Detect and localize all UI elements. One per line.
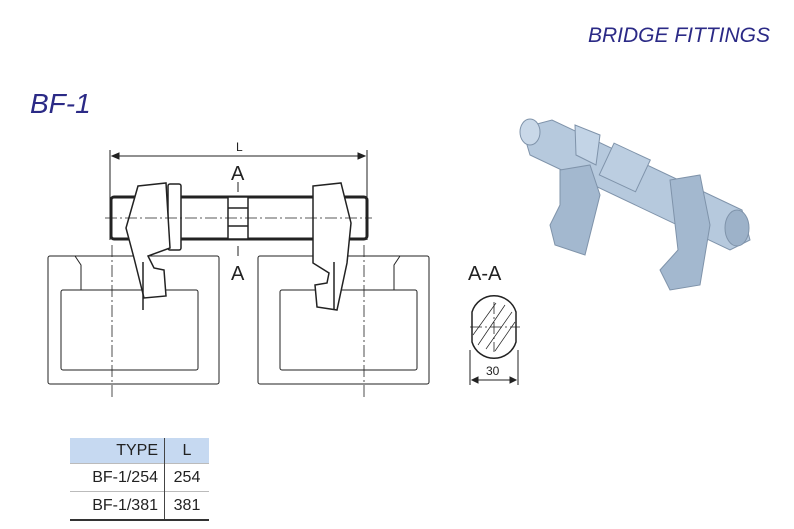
cell-l: 254 — [164, 463, 209, 492]
bolt — [109, 183, 369, 251]
product-render — [519, 118, 751, 291]
container-left — [47, 255, 220, 385]
cell-type: BF-1/254 — [70, 463, 165, 492]
table-row: BF-1/381 381 — [70, 491, 209, 521]
hook-right — [312, 182, 352, 311]
page-title: BRIDGE FITTINGS — [587, 24, 770, 47]
section-mark-bottom: A — [231, 263, 245, 285]
section-diameter-label: 30 — [486, 364, 500, 378]
section-title: A-A — [468, 263, 502, 285]
section-view-a-a — [469, 295, 519, 385]
column-header-type: TYPE — [70, 438, 165, 464]
section-mark-top: A — [231, 163, 245, 185]
table-header-row: TYPE L — [70, 438, 209, 464]
model-name: BF-1 — [30, 88, 91, 119]
cell-l: 381 — [164, 491, 209, 521]
cell-type: BF-1/381 — [70, 491, 165, 521]
column-header-l: L — [164, 438, 209, 464]
table-row: BF-1/254 254 — [70, 463, 209, 492]
hook-left — [125, 182, 171, 310]
dimension-label-l: L — [236, 140, 243, 154]
spec-table: TYPE L BF-1/254 254 BF-1/381 381 — [70, 438, 209, 521]
